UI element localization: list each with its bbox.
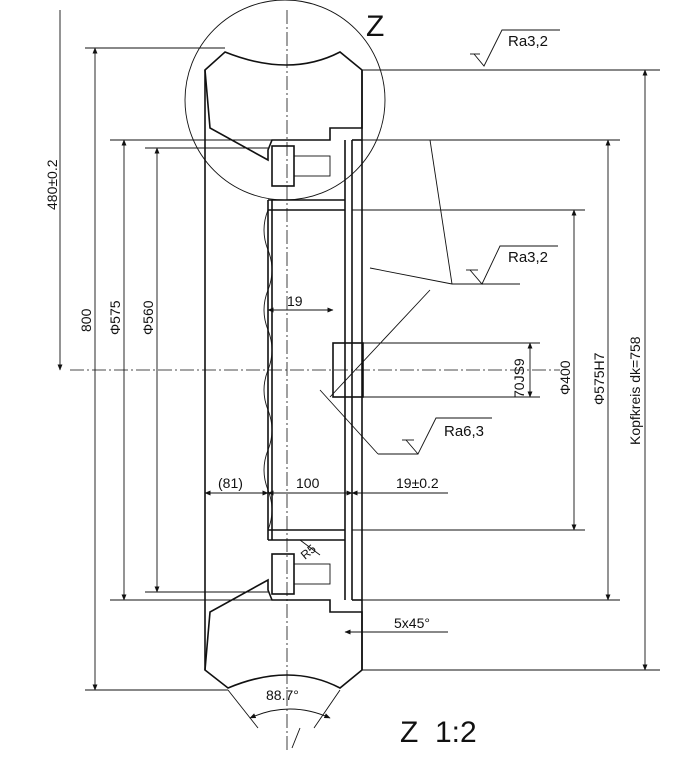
left-dimensions <box>57 10 160 691</box>
dim-19-tol: 19±0.2 <box>396 475 439 491</box>
dim-angle: 88.7° <box>266 687 299 703</box>
detail-circle <box>184 0 386 201</box>
dim-100: 100 <box>296 475 320 491</box>
dim-81: (81) <box>218 475 243 491</box>
surface-ra-2: Ra3,2 <box>508 249 548 266</box>
surface-symbol-3 <box>319 289 492 455</box>
angle-dimension <box>227 689 341 749</box>
surface-ra-1: Ra3,2 <box>508 33 548 50</box>
horizontal-dimensions <box>204 307 448 635</box>
dim-480: 480±0.2 <box>44 159 60 210</box>
surface-symbol-2 <box>369 139 558 285</box>
top-rim-section <box>204 51 363 162</box>
right-dimensions <box>527 69 648 671</box>
dim-chamfer: 5x45° <box>394 615 430 631</box>
dim-19: 19 <box>287 293 303 309</box>
bottom-rim-section <box>204 578 363 689</box>
detail-scale-label: Z 1:2 <box>400 716 477 749</box>
dim-575: Φ575 <box>107 300 123 335</box>
surface-symbol-1 <box>470 29 560 67</box>
dim-kopfkreis: Kopfkreis dk=758 <box>627 336 643 445</box>
dim-560: Φ560 <box>140 300 156 335</box>
extension-lines <box>85 47 660 691</box>
surface-ra-3: Ra6,3 <box>444 423 484 440</box>
detail-label: Z <box>366 10 384 43</box>
dim-800: 800 <box>78 308 94 332</box>
dim-r5: R5 <box>298 542 319 563</box>
dim-575h7: Φ575H7 <box>591 352 607 405</box>
center-lines <box>70 10 560 750</box>
dim-400: Φ400 <box>557 360 573 395</box>
dim-70js9: 70JS9 <box>511 358 527 398</box>
